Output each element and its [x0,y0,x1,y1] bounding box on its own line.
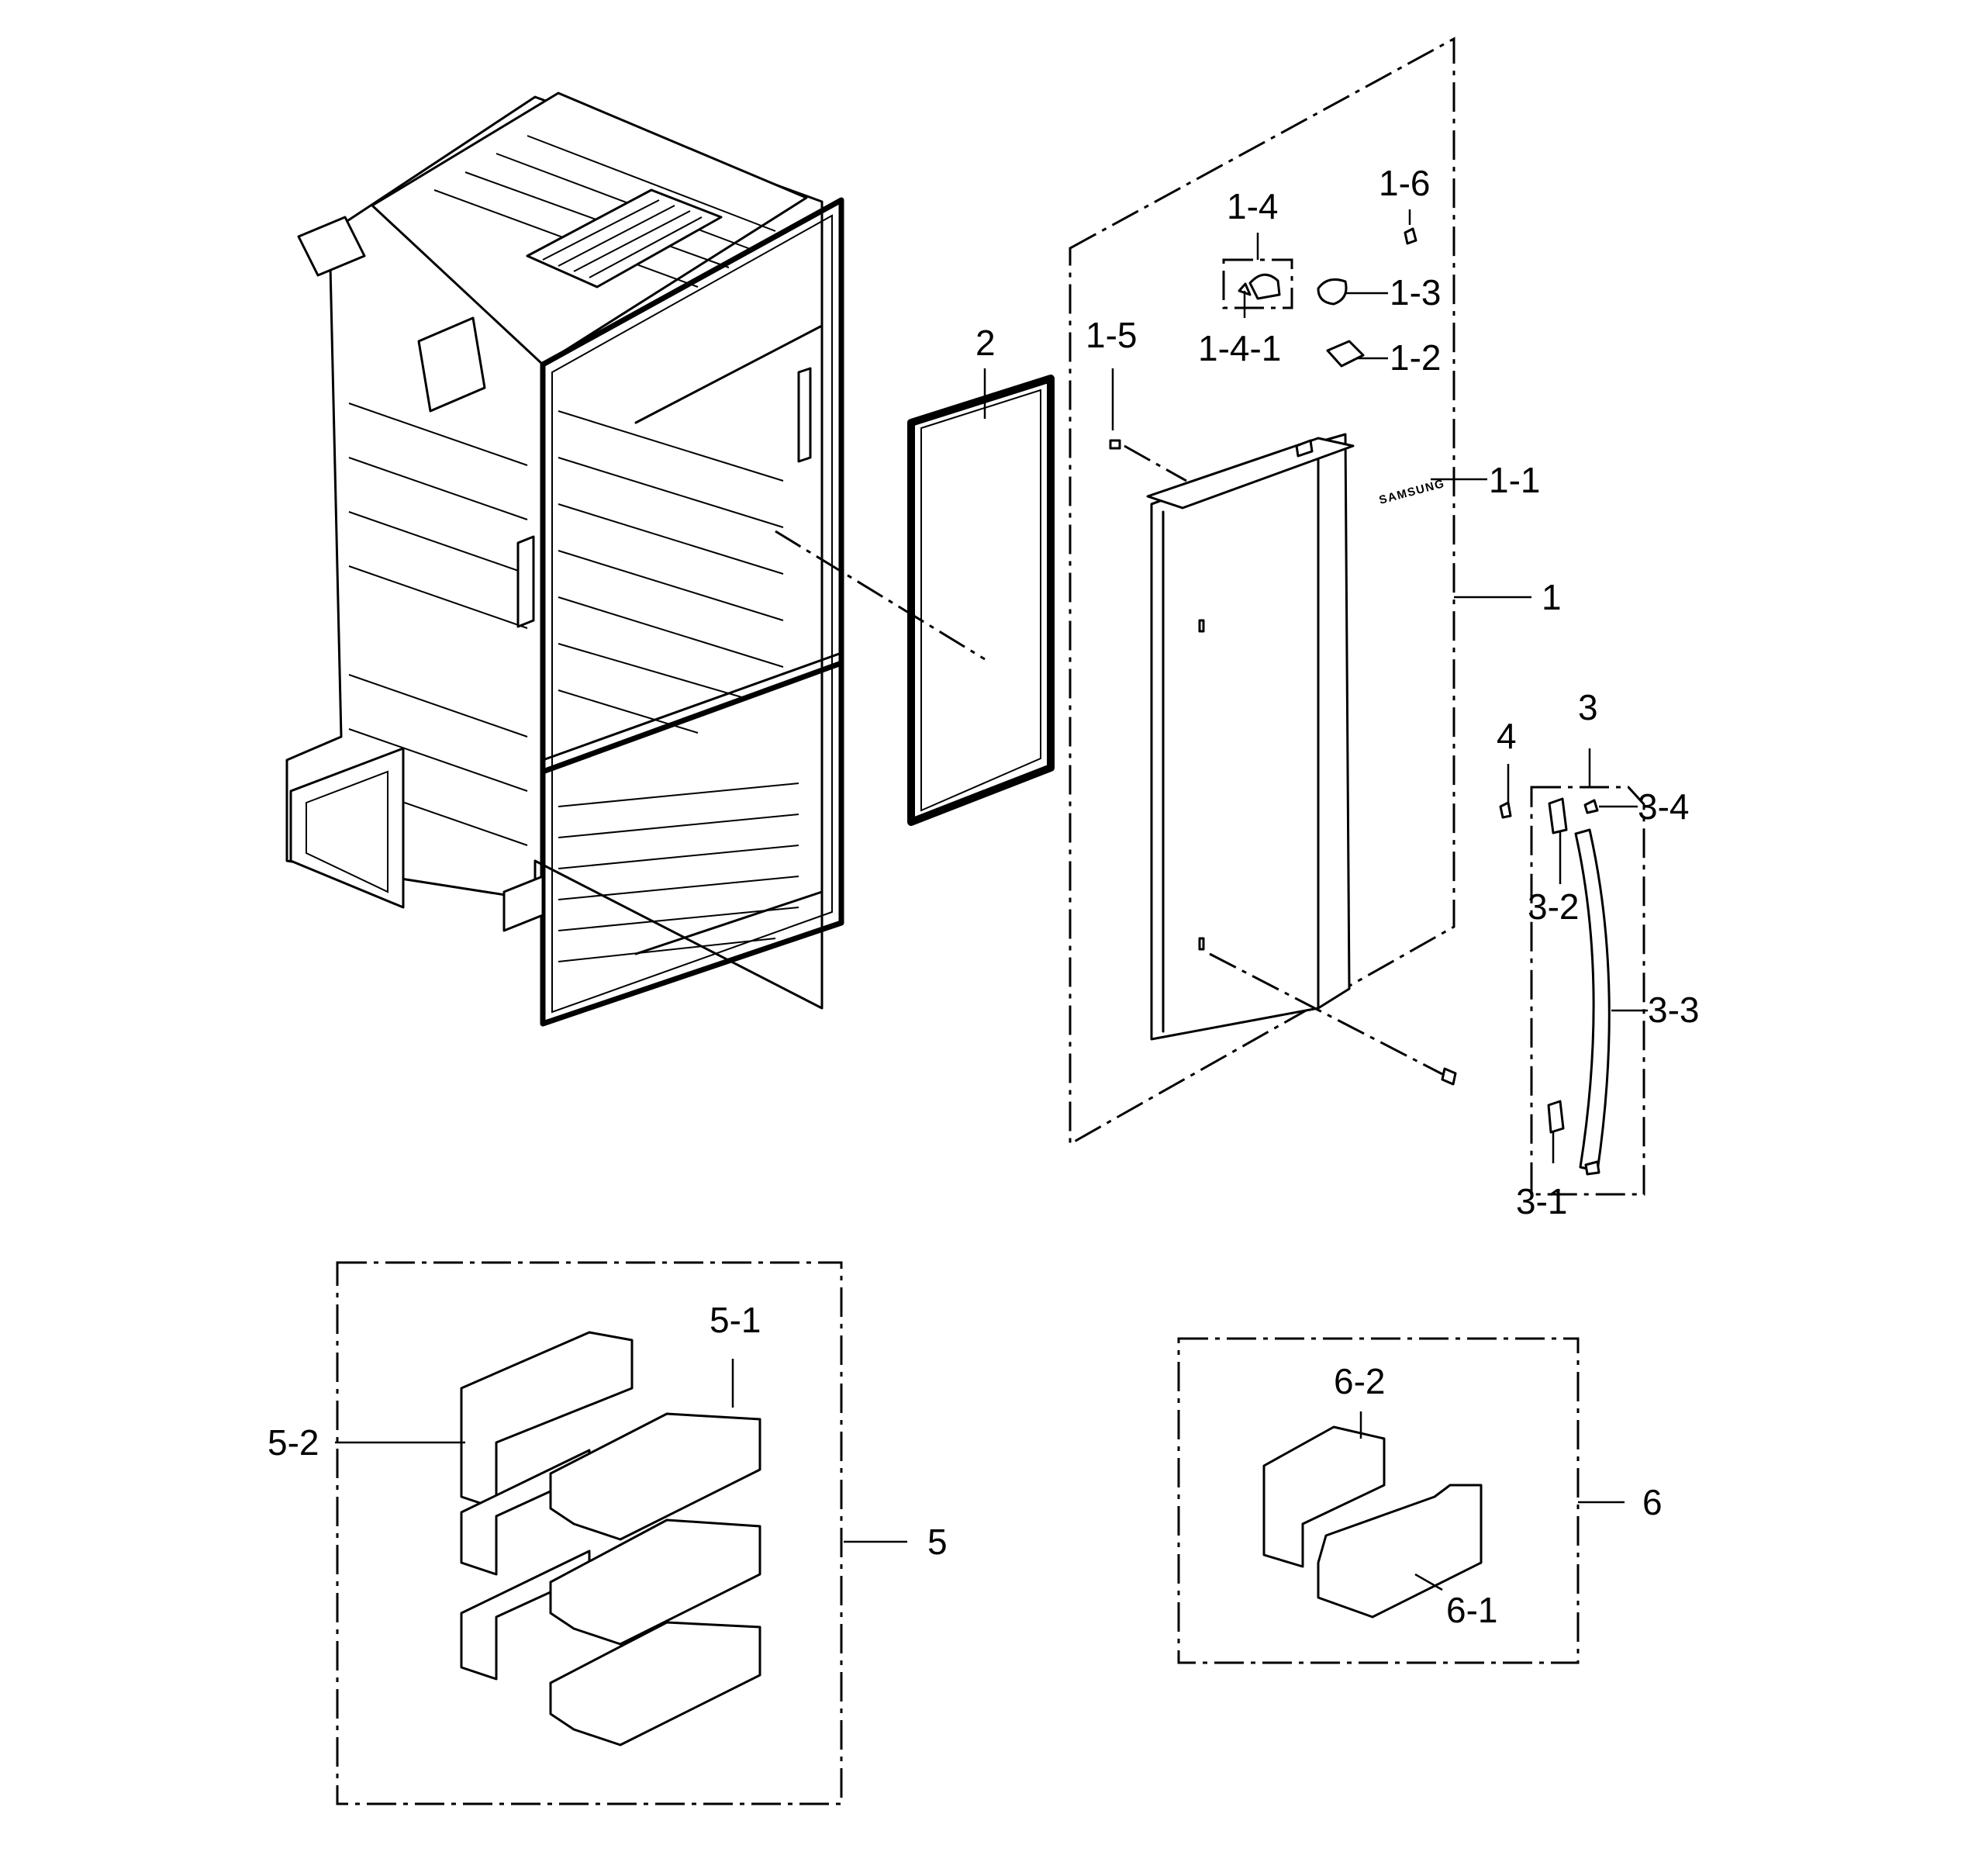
callout-1-4: 1-4 [1227,186,1278,226]
callout-1-5: 1-5 [1086,315,1137,355]
part-1-2 [1326,340,1365,368]
callout-5-1: 5-1 [710,1300,761,1340]
part-1-4 [1248,273,1281,300]
handle-cap-bottom [1584,1160,1600,1176]
callout-6: 6 [1642,1482,1663,1522]
top-vent-grille [526,188,723,288]
part-4 [1499,801,1512,819]
callout-2: 2 [975,323,996,363]
handle-mount-bottom [1547,1100,1565,1134]
refrigerator-cabinet [285,92,844,1027]
callout-labels: 2 1-5 1-4 1-4-1 1-6 1-3 1-2 1-1 1 3 4 3-… [268,163,1699,1630]
callout-5-2: 5-2 [268,1422,319,1463]
callout-3: 3 [1578,687,1598,727]
part-6-2 [1262,1425,1386,1568]
handle-mount-top [1548,797,1568,834]
leader-lines [335,209,1648,1591]
callout-4: 4 [1497,716,1517,756]
callout-1-1: 1-1 [1489,460,1540,500]
callout-3-1: 3-1 [1516,1181,1567,1221]
part-1-5 [1109,439,1121,450]
handle-bar [1574,828,1611,1173]
part-6-1 [1317,1484,1483,1619]
callout-6-1: 6-1 [1446,1590,1497,1630]
handle-cap-top [1583,799,1599,814]
door-gasket [907,375,1055,826]
assembly-line-gasket [775,530,986,661]
assembly-line-door-screw [1209,952,1443,1076]
callout-1-2: 1-2 [1390,337,1441,378]
callout-5: 5 [927,1522,948,1562]
callout-3-3: 3-3 [1648,990,1699,1030]
brand-badge: SAMSUNG [1378,477,1447,507]
door-screw [1441,1067,1457,1086]
callout-3-4: 3-4 [1638,786,1689,827]
assembly-line-hinge-pin [1124,444,1187,482]
callout-1: 1 [1542,577,1562,617]
freezer-bin-group [1177,1337,1580,1664]
callout-1-4-1: 1-4-1 [1198,328,1281,368]
part-1-6 [1404,227,1417,245]
handle-assembly-group [1499,786,1645,1196]
door-bins-group [336,1261,843,1805]
bin-set [549,1412,761,1746]
callout-3-2: 3-2 [1528,886,1579,927]
callout-6-2: 6-2 [1334,1361,1385,1401]
part-1-3 [1317,278,1348,306]
part-1-4-box [1222,258,1293,309]
callout-1-3: 1-3 [1390,272,1441,313]
callout-1-6: 1-6 [1379,163,1430,203]
door-assembly-group: SAMSUNG [1069,36,1457,1146]
